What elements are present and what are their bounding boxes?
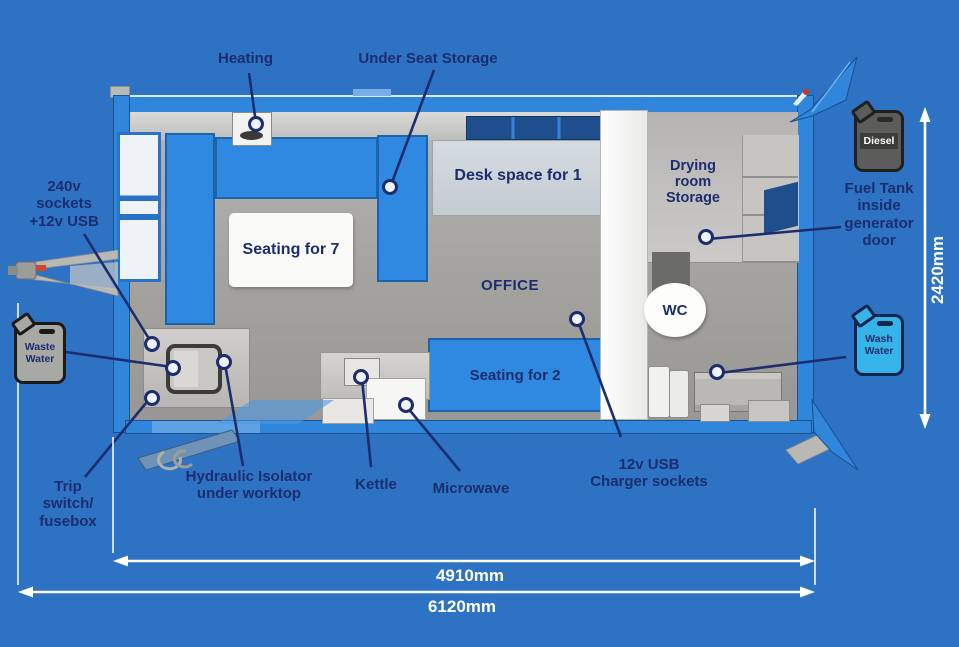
- generator-box-2: [748, 400, 790, 422]
- water-tank-2: [669, 370, 689, 418]
- step-box: [322, 398, 374, 424]
- callout-fuel-tank: Fuel Tank inside generator door: [844, 180, 914, 249]
- diesel-label: Diesel: [859, 132, 899, 150]
- dimension-overall-length-label: 6120mm: [427, 597, 497, 616]
- desk: Desk space for 1: [432, 140, 604, 216]
- drying-room-label: Drying room Storage: [666, 158, 720, 206]
- generator-box: [700, 404, 730, 422]
- desk-window-strip: [466, 116, 612, 140]
- top-wall: [113, 95, 812, 113]
- wash-water-label: Wash Water: [864, 332, 894, 357]
- towbar: [8, 249, 119, 297]
- water-tank-1: [648, 366, 670, 418]
- bench-top: [215, 137, 378, 199]
- dimension-internal-length: [113, 555, 815, 567]
- seating7-label: Seating for 7: [242, 241, 340, 258]
- callout-heating: Heating: [217, 50, 273, 67]
- diesel-can-spout: [850, 99, 877, 125]
- callout-usb-chargers: 12v USB Charger sockets: [590, 456, 708, 491]
- wash-can-spout: [850, 303, 877, 329]
- bench-middle: [377, 135, 428, 282]
- waste-water-can: Waste Water: [10, 311, 66, 384]
- seating-table: Seating for 7: [229, 213, 353, 287]
- office-label: OFFICE: [481, 277, 539, 294]
- entrance-doorway-gap: [152, 421, 260, 433]
- callout-trip-switch: Trip switch/ fusebox: [39, 478, 97, 530]
- diesel-can: Diesel: [850, 99, 904, 172]
- heater-vent: [240, 131, 263, 140]
- sink: [166, 344, 222, 394]
- dimension-overall-length: [18, 586, 815, 598]
- wc-toilet: WC: [644, 283, 706, 337]
- sink-bowl: [174, 351, 198, 387]
- waste-water-label: Waste Water: [24, 340, 56, 365]
- wc-label: WC: [662, 301, 688, 319]
- waste-can-handle: [39, 329, 55, 334]
- dimension-internal-length-label: 4910mm: [435, 566, 505, 585]
- heater-unit: [232, 112, 272, 146]
- right-wall: [797, 95, 814, 433]
- callout-kettle: Kettle: [355, 476, 397, 493]
- partition-wall: [600, 110, 648, 420]
- bench-left: [165, 133, 215, 325]
- diesel-can-handle: [877, 117, 893, 122]
- callout-240v-sockets: 240v sockets +12v USB: [29, 178, 99, 230]
- waste-can-spout: [10, 311, 37, 337]
- wash-can-handle: [877, 321, 893, 326]
- callout-hydraulic-isolator: Hydraulic Isolator under worktop: [185, 468, 313, 503]
- callout-under-seat-storage: Under Seat Storage: [358, 50, 498, 67]
- shelf-bracket: [764, 181, 798, 235]
- desk-label: Desk space for 1: [454, 167, 582, 184]
- seating2-label: Seating for 2: [469, 366, 561, 384]
- bench-seating2: Seating for 2: [428, 338, 602, 412]
- shelf-line-1: [742, 176, 798, 178]
- microwave: [366, 378, 426, 420]
- dimension-height-label: 2420mm: [928, 235, 947, 305]
- side-window: [117, 132, 161, 282]
- roof-vent: [353, 89, 391, 96]
- callout-microwave: Microwave: [432, 480, 510, 497]
- wash-water-can: Wash Water: [850, 303, 904, 376]
